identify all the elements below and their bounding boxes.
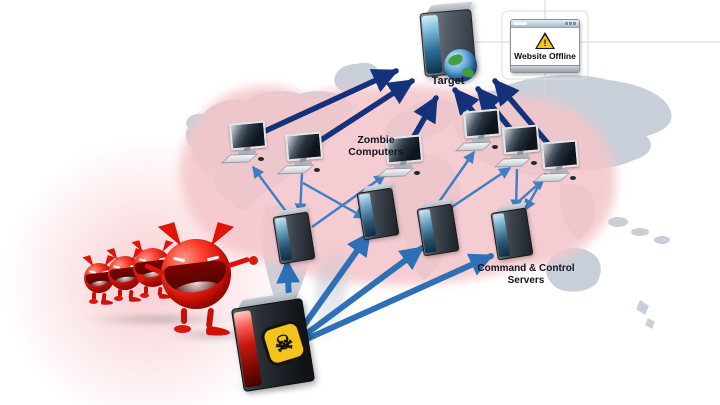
attack-arrow <box>315 78 415 145</box>
target-label: Target <box>431 75 465 87</box>
hand <box>249 255 258 265</box>
monitor-icon <box>284 131 324 162</box>
keyboard-icon <box>376 167 415 178</box>
devils-shadow <box>84 312 234 327</box>
devil-virus-mascot-leader <box>137 222 258 338</box>
leg <box>143 286 148 294</box>
monitor-icon <box>228 120 268 151</box>
window-titlebar <box>511 20 579 28</box>
globe-icon <box>444 49 477 82</box>
eye <box>172 256 186 263</box>
warning-exclamation: ! <box>543 38 547 48</box>
website-offline-window: ! Website Offline <box>510 19 580 73</box>
foot <box>114 296 124 301</box>
grin <box>163 259 229 296</box>
attack-arrow <box>492 78 559 156</box>
mouse-icon <box>258 157 264 161</box>
attack-arrow <box>260 68 399 135</box>
zombie-computer <box>532 139 584 183</box>
warning-icon: ! <box>535 32 555 49</box>
monitor-icon <box>540 139 580 170</box>
zombie-computer <box>376 134 428 178</box>
mouse-icon <box>414 171 420 175</box>
zombie-computer <box>276 131 328 175</box>
leg <box>180 308 187 324</box>
offline-message: Website Offline <box>514 51 576 61</box>
leg <box>117 289 122 297</box>
keyboard-icon <box>220 153 259 164</box>
window-body: ! Website Offline <box>511 28 579 65</box>
keyboard-icon <box>532 172 571 183</box>
control-arrow <box>311 174 387 228</box>
cnc-servers-label: Command & Control Servers <box>477 263 575 286</box>
cnc-server <box>272 206 316 265</box>
command-arrow <box>306 253 494 341</box>
control-arrow <box>442 167 512 214</box>
mouse-icon <box>570 176 576 180</box>
zombie-computer <box>220 120 272 164</box>
mouse-icon <box>531 161 537 165</box>
keyboard-icon <box>493 157 532 168</box>
hand <box>137 274 145 282</box>
monitor-icon <box>501 124 541 155</box>
cnc-server <box>490 202 534 261</box>
zombie-computer <box>454 108 506 152</box>
cnc-to-zombie-arrows <box>252 150 548 228</box>
cnc-server <box>416 198 460 257</box>
window-statusbar <box>511 65 579 72</box>
attacker-server: ☠ <box>230 291 316 393</box>
zombie-computer <box>493 124 545 168</box>
keyboard-icon <box>276 164 315 175</box>
control-arrow <box>302 181 367 220</box>
foot <box>173 325 191 333</box>
command-arrow <box>303 245 425 337</box>
foot <box>140 293 150 298</box>
zombie-computers-label: Zombie Computers <box>348 134 404 159</box>
monitor-icon <box>462 108 502 139</box>
devil-virus-mascot <box>82 255 116 306</box>
cnc-server <box>356 182 400 241</box>
attacker-to-cnc-arrows <box>276 231 494 341</box>
mouse-icon <box>492 145 498 149</box>
command-arrow <box>297 231 372 334</box>
leg <box>92 292 97 300</box>
foot <box>89 299 99 304</box>
keyboard-icon <box>454 141 493 152</box>
mouse-icon <box>314 168 320 172</box>
